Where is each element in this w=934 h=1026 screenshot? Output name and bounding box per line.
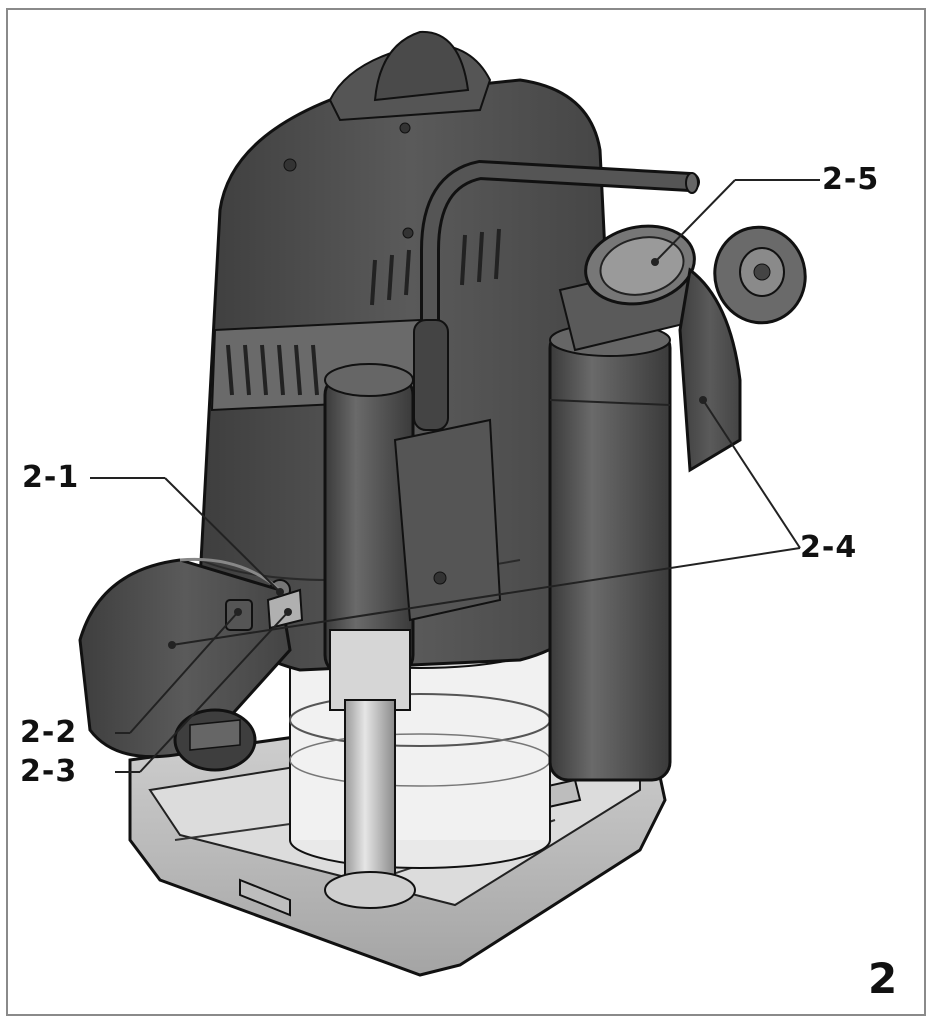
depth-adjust-knob xyxy=(173,708,257,772)
handle-grip-block xyxy=(393,418,502,622)
leader-2-4-a xyxy=(171,547,801,646)
right-guide-column xyxy=(548,323,672,782)
leader-endpoints xyxy=(168,258,707,649)
figure-number: 2 xyxy=(868,954,898,1003)
callout-2-4: 2-4 xyxy=(800,530,858,565)
callout-2-5: 2-5 xyxy=(822,162,880,197)
leader-2-2-diag xyxy=(129,611,239,734)
leader-2-3-diag xyxy=(139,611,289,773)
power-cable xyxy=(413,159,700,431)
callout-2-2: 2-2 xyxy=(20,715,78,750)
leader-2-4-b xyxy=(702,399,801,549)
leader-2-1-diag xyxy=(164,477,281,593)
leader-lines xyxy=(90,179,820,773)
dust-extraction-adapter xyxy=(558,224,807,473)
callout-2-1: 2-1 xyxy=(22,460,80,495)
callout-2-3: 2-3 xyxy=(20,754,78,789)
leader-2-5-diag xyxy=(654,179,736,263)
front-handle-column xyxy=(323,363,416,909)
